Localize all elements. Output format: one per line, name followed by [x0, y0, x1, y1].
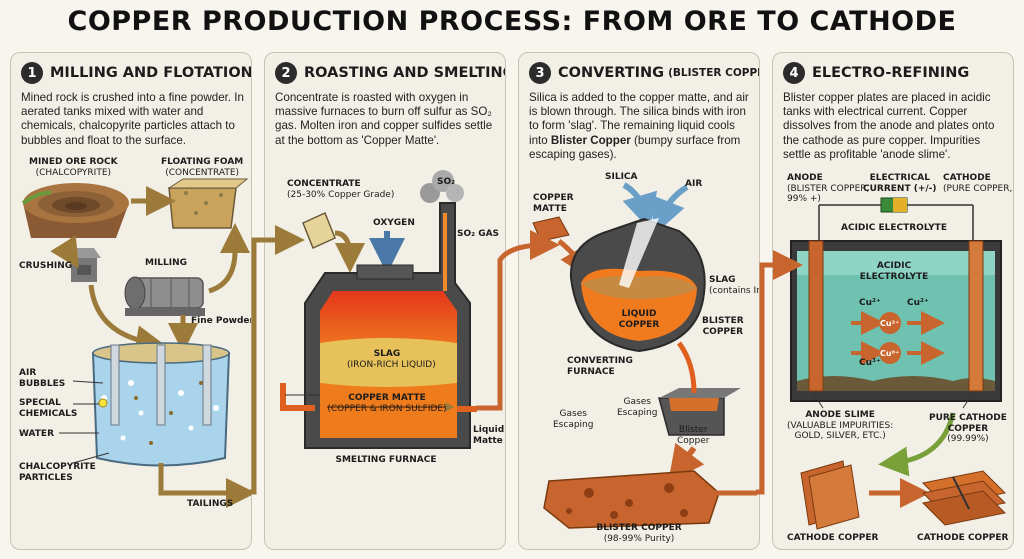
casting-mold — [658, 341, 741, 436]
label-oxygen: OXYGEN — [373, 218, 415, 228]
label-slag: SLAG(IRON-RICH LIQUID) — [347, 349, 436, 370]
ion-label: Cu²⁺ — [880, 319, 900, 328]
panel-electro-refining: 4 ELECTRO-REFINING Blister copper plates … — [772, 52, 1014, 550]
label-anode-slime: ANODE SLIME(VALUABLE IMPURITIES:GOLD, SI… — [787, 410, 894, 441]
label-air: AIR — [685, 179, 703, 189]
panel-title: ROASTING AND SMELTING — [304, 65, 506, 81]
cathode-plate-stack — [800, 460, 860, 530]
panel-converting: 3 CONVERTING(BLISTER COPPER) Silica is ad… — [518, 52, 760, 550]
label-concentrate: CONCENTRATE(25-30% Copper Grade) — [287, 179, 395, 200]
panel-header: 4 ELECTRO-REFINING — [783, 62, 969, 84]
flow-arrow-1-2 — [240, 225, 305, 495]
panel-milling-flotation: 1 MILLING AND FLOTATION Mined rock is cru… — [10, 52, 252, 550]
flow-arrow-3-4 — [756, 250, 803, 495]
label-tailings: TAILINGS — [187, 499, 234, 509]
label-cathode-copper-2: CATHODE COPPER — [917, 533, 1009, 543]
panel-title: ELECTRO-REFINING — [812, 65, 970, 81]
label-fine-powder: Fine Powder — [191, 316, 252, 326]
label-milling: MILLING — [145, 258, 188, 268]
panel-roasting-smelting: 2 ROASTING AND SMELTING Concentrate is ro… — [264, 52, 506, 550]
flow-arrow-2-3 — [476, 230, 560, 411]
flotation-illustration — [21, 178, 251, 508]
step-number: 1 — [21, 62, 43, 84]
label-copper-matte: COPPER MATTE(COPPER & IRON SULFIDE) — [327, 393, 447, 414]
battery-icon — [880, 197, 908, 213]
electrorefining-illustration — [790, 197, 1007, 530]
step-number: 3 — [529, 62, 551, 84]
concentrate-bucket-icon — [302, 211, 336, 250]
panel-description: Concentrate is roasted with oxygen in ma… — [275, 91, 493, 147]
label-smelting-furnace: SMELTING FURNACE — [335, 455, 437, 465]
open-pit-mine-icon — [21, 183, 129, 238]
panel-description: Mined rock is crushed into a fine powder… — [21, 91, 244, 147]
label-acidic-electrolyte-top: ACIDIC ELECTROLYTE — [841, 223, 947, 233]
ion-label: Cu⁸⁺ — [880, 349, 900, 358]
label-mined-ore: MINED ORE ROCK(CHALCOPYRITE) — [29, 157, 118, 178]
ion-label: Cu²⁺ — [859, 298, 881, 308]
flotation-tank — [91, 342, 231, 467]
page-title: COPPER PRODUCTION PROCESS: FROM ORE TO C… — [67, 6, 957, 37]
label-so2-gas: SO₂ GAS — [457, 229, 500, 239]
converter-vessel — [569, 217, 706, 353]
panel-subtitle: (BLISTER COPPER) — [668, 67, 759, 79]
label-cathode: CATHODE(PURE COPPER, -) — [943, 173, 1013, 194]
panel-description: Blister copper plates are placed in acid… — [783, 91, 995, 161]
blister-copper-slab — [543, 470, 720, 529]
panel-title: MILLING AND FLOTATION — [50, 65, 252, 81]
step-number: 4 — [783, 62, 805, 84]
panel-title: CONVERTING — [558, 65, 665, 81]
label-floating-foam: FLOATING FOAM(CONCENTRATE) — [161, 157, 244, 178]
step-number: 2 — [275, 62, 297, 84]
label-silica: SILICA — [605, 172, 638, 182]
label-crushing: CRUSHING — [19, 261, 73, 271]
label-cathode-copper-1: CATHODE COPPER — [787, 533, 879, 543]
label-anode: ANODE(BLISTER COPPER,99% +) — [787, 173, 870, 204]
label-water: WATER — [19, 429, 55, 439]
label-slag: SLAG(contains Iron) — [709, 275, 760, 296]
label-so2: SO₂ — [437, 177, 456, 187]
panel-description: Silica is added to the copper matte, and… — [529, 91, 749, 161]
panel-header: 3 CONVERTING(BLISTER COPPER) — [529, 62, 759, 84]
converting-illustration — [532, 182, 757, 529]
label-blister-copper-bottom: BLISTER COPPER(98-99% Purity) — [596, 523, 682, 544]
smoke-plume-icon — [420, 170, 464, 203]
panel-header: 2 ROASTING AND SMELTING — [275, 62, 506, 84]
cathode-copper-bundle — [921, 470, 1007, 526]
ion-label: Cu³⁺ — [859, 358, 881, 368]
ball-mill-icon — [124, 276, 205, 316]
smelting-illustration — [280, 170, 477, 449]
smelting-furnace — [304, 202, 471, 449]
ion-label: Cu²⁺ — [907, 298, 929, 308]
panel-header: 1 MILLING AND FLOTATION — [21, 62, 252, 84]
